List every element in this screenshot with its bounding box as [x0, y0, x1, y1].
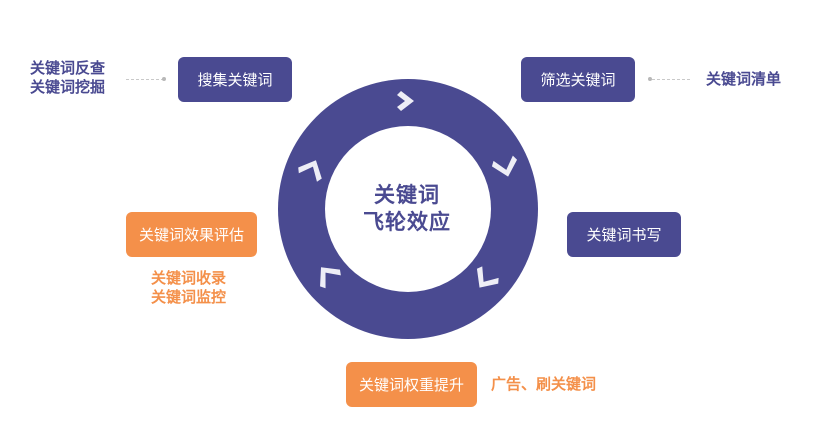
flywheel-ring	[277, 78, 539, 340]
note-indexed: 关键词收录	[151, 269, 227, 287]
note-mining: 关键词挖掘	[30, 78, 106, 96]
note-keyword-list: 关键词清单	[706, 70, 782, 88]
note-monitor: 关键词监控	[151, 288, 227, 306]
chevron-right-icon	[397, 91, 414, 111]
ring-inner	[325, 126, 491, 292]
note-search-methods: 关键词反查 关键词挖掘	[30, 59, 105, 97]
connector-line-right	[652, 79, 690, 80]
center-title: 关键词 飞轮效应	[332, 182, 482, 236]
center-title-line2: 飞轮效应	[363, 210, 451, 234]
note-evaluate-methods: 关键词收录 关键词监控	[151, 269, 226, 307]
chevron-down-icon	[491, 155, 518, 177]
connector-dot-left	[162, 77, 166, 81]
step-evaluate-effect[interactable]: 关键词效果评估	[126, 212, 257, 257]
chevron-down-icon	[476, 266, 499, 288]
chevron-up-icon	[298, 160, 322, 182]
note-ads: 广告、刷关键词	[491, 375, 597, 393]
step-filter-keywords[interactable]: 筛选关键词	[521, 57, 635, 102]
connector-line-left	[126, 79, 164, 80]
step-write-keywords[interactable]: 关键词书写	[567, 212, 681, 257]
step-boost-weight[interactable]: 关键词权重提升	[346, 362, 477, 407]
note-reverse-lookup: 关键词反查	[30, 59, 106, 77]
center-title-line1: 关键词	[374, 183, 440, 207]
connector-dot-right	[648, 77, 652, 81]
step-search-keywords[interactable]: 搜集关键词	[178, 57, 292, 102]
chevron-up-icon	[320, 267, 341, 289]
